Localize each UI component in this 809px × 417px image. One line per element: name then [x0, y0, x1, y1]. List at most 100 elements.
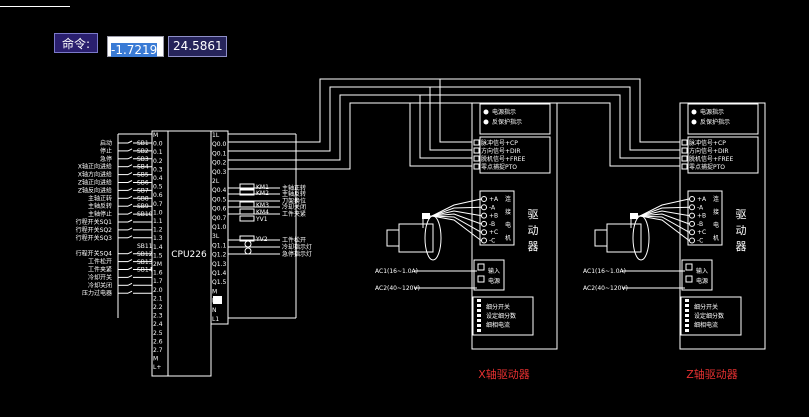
command-label: 命令: — [54, 33, 98, 53]
output-relay-tag: YV1 — [255, 216, 268, 223]
input-label: X轴正向进给 — [78, 163, 112, 171]
status-led — [691, 119, 697, 125]
driver-status-label: 反保护指示 — [700, 118, 730, 126]
input-switch-contact — [127, 282, 133, 286]
input-switch-tag: SB14 — [137, 267, 153, 274]
input-switch-tag: SB4 — [137, 164, 149, 171]
top-divider — [0, 6, 70, 7]
input-switch-tag: SB7 — [137, 187, 149, 194]
dip-switch-panel — [472, 296, 534, 336]
power-input-panel — [681, 259, 713, 291]
dip-switch — [685, 304, 689, 307]
motor-cable — [431, 215, 482, 233]
plc-input-pin-label: 1.0 — [153, 209, 163, 216]
motor-terminal — [481, 237, 487, 244]
dip-switch-label: 细相电流 — [694, 321, 718, 329]
input-switch-contact — [127, 274, 133, 278]
motor-connect-label: 电 — [713, 221, 719, 229]
plc-output-pin-label: Q0.6 — [212, 206, 226, 213]
motor-terminal — [481, 220, 487, 227]
dip-switch-label: 设定细分数 — [486, 312, 516, 320]
input-label: 行程开关SQ3 — [76, 234, 113, 242]
input-switch-contact — [127, 140, 133, 144]
ac2-label: AC2(40~120V) — [583, 285, 628, 292]
motor-connector — [422, 213, 430, 219]
motor-cable — [639, 215, 690, 241]
input-label: 冷却关闭 — [88, 281, 112, 289]
input-switch-contact — [127, 164, 133, 168]
input-switch-contact — [127, 172, 133, 176]
output-relay-tag: KM2 — [256, 190, 269, 197]
input-label: 冷却开关 — [88, 273, 112, 281]
y-coordinate-input[interactable]: 24.5861 — [168, 36, 227, 57]
x-driver-signal-wire — [228, 94, 472, 161]
driver-signal-panel — [687, 136, 759, 174]
plc-input-pin-label: 2.3 — [153, 313, 163, 320]
x-axis-driver: 电源指示反保护指示脉冲信号+CP方向信号+DIR脱机信号+FREE零点捕捉PTO… — [375, 102, 558, 381]
motor-terminal-label: +B — [489, 213, 498, 220]
plc-input-pin-label: 0.2 — [153, 158, 163, 165]
plc-input-pin-label: 2.1 — [153, 295, 163, 302]
dip-switch — [685, 309, 689, 312]
relay-coil — [239, 189, 255, 196]
x-coordinate-value[interactable]: -1.7219 — [111, 43, 158, 57]
input-switch-tag: SB2 — [137, 148, 149, 155]
input-switch-contact — [127, 227, 133, 231]
output-relay-tag: YV2 — [255, 236, 268, 243]
x-coordinate-input[interactable]: -1.7219 — [107, 36, 164, 57]
plc-input-pin-label: 1.3 — [153, 235, 163, 242]
motor-terminal-label: -A — [697, 204, 704, 211]
input-label: 启动 — [100, 139, 112, 147]
motor-terminal — [689, 237, 695, 244]
input-label: 行程开关SQ2 — [76, 226, 113, 234]
motor-connect-label: 电 — [505, 221, 511, 229]
input-label: 工件松开 — [88, 258, 112, 266]
plc-output-pin-label: Q0.7 — [212, 215, 226, 222]
input-label: 主轴停止 — [88, 210, 112, 218]
status-led — [483, 109, 489, 115]
x-driver-signal-wire — [228, 78, 472, 143]
input-label: 行程开关SQ4 — [76, 250, 113, 258]
input-switch-contact — [127, 203, 133, 207]
plc-output-pin-label: 3L — [212, 233, 220, 240]
dip-switch — [685, 299, 689, 302]
motor-shaft — [594, 229, 608, 247]
motor-cable — [639, 210, 690, 217]
motor-cable — [431, 215, 482, 241]
motor-terminal — [689, 196, 695, 202]
driver-status-label: 反保护指示 — [492, 118, 522, 126]
driver-side-label: 驱 — [736, 208, 747, 221]
motor-cable — [431, 206, 482, 217]
plc-input-pin-label: 0.7 — [153, 201, 163, 208]
dip-switch — [477, 299, 481, 302]
input-label: 工件夹紧 — [88, 266, 112, 274]
plc-output-pin-label: L1 — [212, 316, 219, 323]
input-switch-tag: SB1 — [137, 140, 149, 147]
power-terminal — [685, 275, 693, 283]
relay-coil — [239, 208, 255, 215]
output-circuit: 主轴正转主轴反转刀架换位冷却关闭工件夹紧工件松开冷却指示灯急停指示灯KM1KM2… — [228, 133, 312, 319]
input-label: 急停 — [100, 155, 112, 163]
signal-terminal — [473, 147, 480, 154]
motor-terminal-label: -C — [697, 238, 703, 245]
input-switch-tag: SB5 — [137, 172, 149, 179]
motor-terminal — [689, 220, 695, 227]
ac1-label: AC1(16~1.0A) — [375, 268, 418, 275]
output-label: 主轴正转 — [282, 184, 306, 192]
output-relay-tag: KM4 — [256, 209, 269, 216]
motor-terminal-label: +C — [489, 229, 498, 236]
z-driver-signal-wire — [440, 78, 680, 143]
input-switch-tag: SB6 — [137, 180, 149, 187]
indicator-lamp — [244, 247, 252, 255]
driver-signal-label: 脉冲信号+CP — [689, 139, 726, 147]
plc-output-pin-label: Q0.3 — [212, 169, 226, 176]
signal-terminal — [681, 155, 688, 162]
driver-side-label: 器 — [528, 240, 539, 253]
driver-status-label: 电源指示 — [492, 108, 516, 116]
plc-output-pin-label: Q1.3 — [212, 261, 226, 268]
motor-body — [398, 223, 434, 253]
plc-output-pin-label: Q1.1 — [212, 242, 226, 249]
output-label: 急停指示灯 — [282, 250, 312, 258]
driver-signal-label: 脱机信号+FREE — [689, 155, 733, 163]
